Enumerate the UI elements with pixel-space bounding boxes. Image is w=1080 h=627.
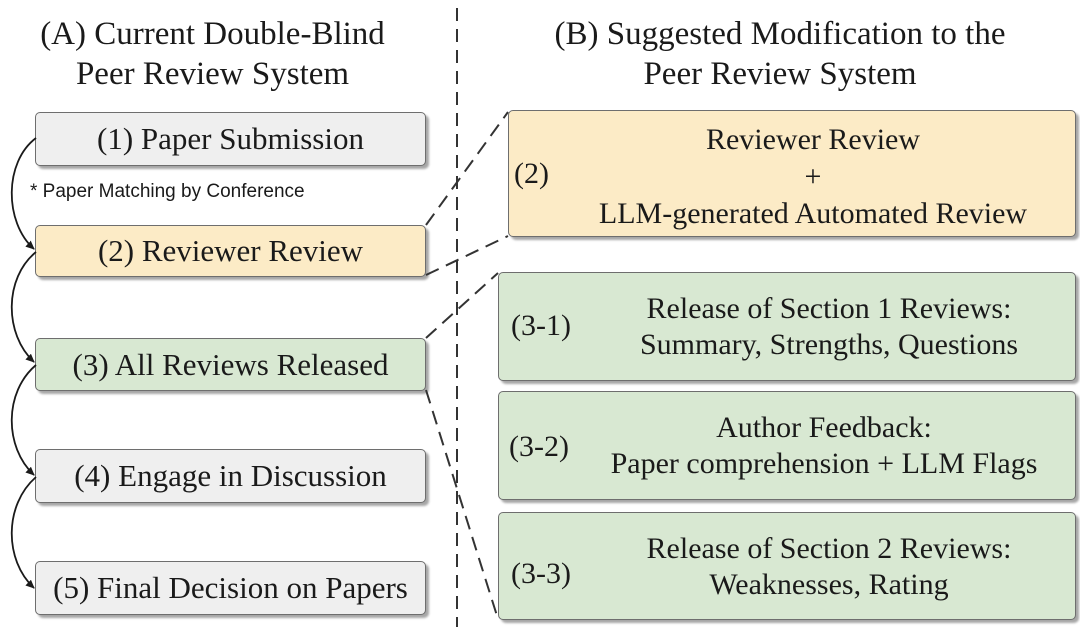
box-reviewer-plus-llm-text: Reviewer Review + LLM-generated Automate… — [549, 121, 1077, 232]
step-final-decision: (5) Final Decision on Papers — [35, 561, 426, 615]
section-2-heading: Release of Section 2 Reviews: — [646, 532, 1012, 565]
llm-review-line: LLM-generated Automated Review — [598, 197, 1028, 230]
step-reviewer-review: (2) Reviewer Review — [35, 225, 426, 277]
expand-line-release-bottom — [425, 389, 499, 620]
box-author-feedback: (3-2) Author Feedback: Paper comprehensi… — [498, 391, 1076, 500]
step-engage-discussion: (4) Engage in Discussion — [35, 449, 426, 503]
left-title-line1: (A) Current Double-Blind — [40, 16, 385, 52]
box-release-section-2-label: (3-3) — [511, 557, 571, 590]
flow-arrow-3-to-4 — [10, 364, 37, 476]
step-paper-submission: (1) Paper Submission — [35, 112, 426, 166]
reviewer-review-line: Reviewer Review — [705, 123, 921, 156]
box-release-section-1-text: Release of Section 1 Reviews: Summary, S… — [594, 291, 1064, 363]
box-release-section-1: (3-1) Release of Section 1 Reviews: Summ… — [498, 272, 1076, 381]
box-author-feedback-label: (3-2) — [509, 430, 569, 463]
box-reviewer-plus-llm: (2) Reviewer Review + LLM-generated Auto… — [508, 110, 1076, 237]
right-title-line2: Peer Review System — [643, 56, 917, 92]
section-1-heading: Release of Section 1 Reviews: — [646, 292, 1012, 325]
expand-line-reviewer-top — [425, 111, 509, 226]
box-author-feedback-text: Author Feedback: Paper comprehension + L… — [584, 410, 1064, 482]
plus-line: + — [804, 160, 822, 193]
box-release-section-1-label: (3-1) — [511, 309, 571, 342]
author-feedback-heading: Author Feedback: — [716, 411, 932, 444]
paper-matching-note: * Paper Matching by Conference — [30, 181, 305, 202]
author-feedback-items: Paper comprehension + LLM Flags — [610, 447, 1038, 480]
box-release-section-2: (3-3) Release of Section 2 Reviews: Weak… — [498, 512, 1076, 620]
box-reviewer-plus-llm-label: (2) — [514, 157, 549, 190]
section-2-items: Weaknesses, Rating — [709, 568, 949, 601]
expand-line-reviewer-bottom — [425, 235, 509, 276]
flow-arrow-2-to-3 — [10, 251, 37, 363]
left-panel-title: (A) Current Double-Blind Peer Review Sys… — [0, 14, 425, 94]
right-panel-title: (B) Suggested Modification to the Peer R… — [480, 14, 1080, 94]
expand-line-release-top — [425, 272, 499, 339]
left-title-line2: Peer Review System — [75, 56, 350, 92]
step-all-reviews-released: (3) All Reviews Released — [35, 338, 426, 391]
step-all-reviews-released-label: (3) All Reviews Released — [72, 346, 389, 382]
right-title-line1: (B) Suggested Modification to the — [554, 16, 1006, 52]
box-release-section-2-text: Release of Section 2 Reviews: Weaknesses… — [594, 531, 1064, 603]
step-engage-discussion-label: (4) Engage in Discussion — [74, 458, 387, 493]
section-1-items: Summary, Strengths, Questions — [639, 328, 1019, 361]
step-reviewer-review-label: (2) Reviewer Review — [97, 233, 364, 268]
step-final-decision-label: (5) Final Decision on Papers — [53, 570, 408, 605]
step-paper-submission-label: (1) Paper Submission — [97, 121, 364, 156]
flow-arrow-4-to-5 — [10, 476, 37, 589]
